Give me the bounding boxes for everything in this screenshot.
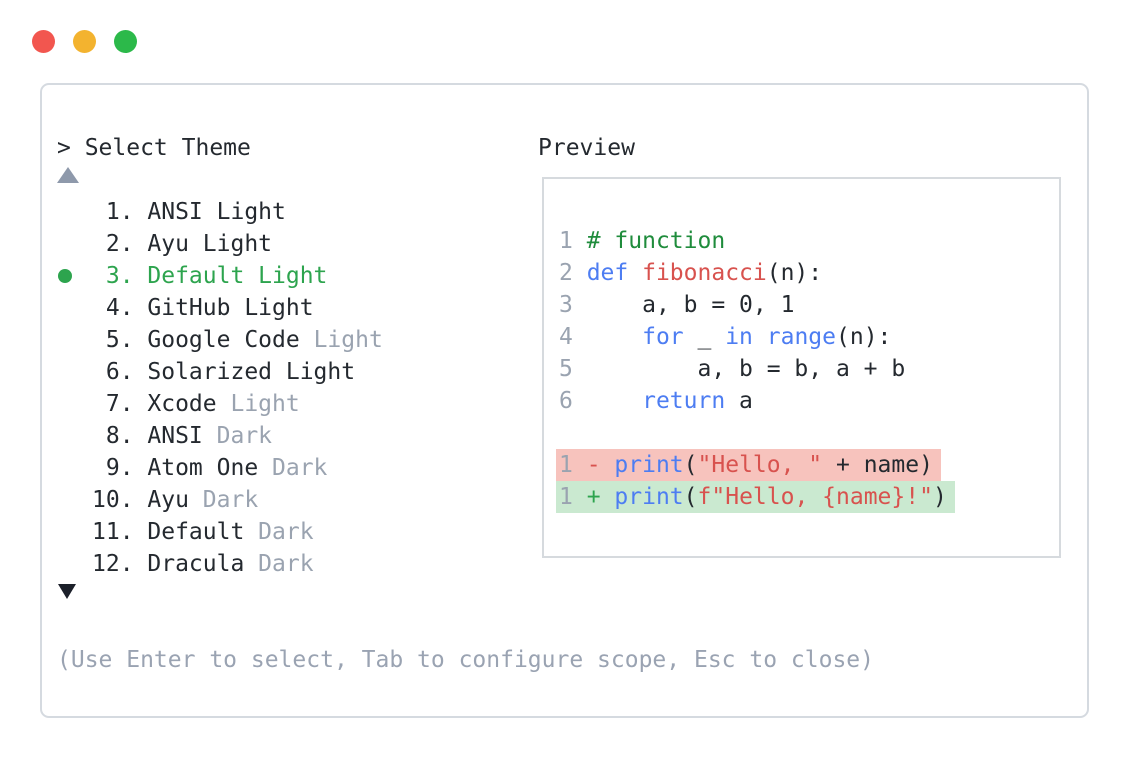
preview-title: Preview [538, 135, 635, 161]
selected-dot-icon [58, 269, 72, 283]
theme-item[interactable]: 12. Dracula Dark [42, 548, 522, 580]
theme-item[interactable]: 3. Default Light [42, 260, 522, 292]
theme-item-variant: Dark [244, 519, 314, 545]
theme-item-variant: Dark [244, 551, 314, 577]
theme-picker-window: > Select Theme 1. ANSI Light 2. Ayu Ligh… [40, 83, 1089, 718]
theme-item-variant: Dark [188, 487, 259, 513]
theme-item-name: ANSI Light [147, 199, 286, 225]
theme-item-number: 8. [92, 423, 148, 449]
code-line [559, 417, 1059, 449]
theme-item[interactable]: 11. Default Dark [42, 516, 522, 548]
theme-item-name: Google Code [147, 327, 300, 353]
theme-item-number: 11. [92, 519, 148, 545]
theme-item[interactable]: 9. Atom One Dark [42, 452, 522, 484]
diff-line-add: 1 + print(f"Hello, {name}!") [556, 481, 955, 513]
theme-item-number: 5. [92, 327, 148, 353]
theme-item-number: 2. [92, 231, 148, 257]
theme-item-name: Xcode [147, 391, 217, 417]
zoom-button-icon[interactable] [114, 30, 137, 53]
theme-item[interactable]: 4. GitHub Light [42, 292, 522, 324]
theme-item[interactable]: 6. Solarized Light [42, 356, 522, 388]
theme-item-variant: Light [216, 391, 300, 417]
code-line: 3 a, b = 0, 1 [559, 292, 795, 318]
preview-code: 1 # function 2 def fibonacci(n): 3 a, b = … [544, 179, 1059, 513]
theme-item-name: Ayu Light [147, 231, 273, 257]
theme-item-name: Default [147, 519, 245, 545]
theme-item-number: 1. [92, 199, 148, 225]
theme-item[interactable]: 10. Ayu Dark [42, 484, 522, 516]
scroll-down-button[interactable] [57, 584, 81, 602]
code-line: 6 return a [559, 388, 753, 414]
theme-item[interactable]: 5. Google Code Light [42, 324, 522, 356]
theme-item-name: GitHub Light [147, 295, 314, 321]
theme-item-name: Solarized Light [147, 359, 356, 385]
diff-line-del: 1 - print("Hello, " + name) [556, 449, 941, 481]
theme-item-name: Default Light [147, 263, 328, 289]
theme-item[interactable]: 1. ANSI Light [42, 196, 522, 228]
theme-item-variant: Dark [258, 455, 328, 481]
scroll-up-button[interactable] [57, 167, 81, 185]
theme-item-number: 9. [92, 455, 148, 481]
window-controls [32, 30, 137, 53]
theme-item-variant: Light [299, 327, 383, 353]
code-line: 5 a, b = b, a + b [559, 356, 906, 382]
preview-pane: 1 # function 2 def fibonacci(n): 3 a, b = … [542, 177, 1061, 558]
theme-item-number: 6. [92, 359, 148, 385]
theme-item-number: 7. [92, 391, 148, 417]
theme-list: 1. ANSI Light 2. Ayu Light 3. Default Li… [42, 196, 522, 580]
code-line: 2 def fibonacci(n): [559, 260, 823, 286]
theme-item-name: Atom One [147, 455, 259, 481]
theme-item-number: 4. [92, 295, 148, 321]
theme-item-number: 12. [92, 551, 148, 577]
theme-item[interactable]: 2. Ayu Light [42, 228, 522, 260]
theme-item-name: Dracula [147, 551, 245, 577]
theme-item[interactable]: 7. Xcode Light [42, 388, 522, 420]
theme-item-number: 3. [92, 263, 148, 289]
theme-item-name: Ayu [147, 487, 189, 513]
up-triangle-icon [57, 167, 79, 183]
down-triangle-icon [58, 584, 76, 599]
theme-item[interactable]: 8. ANSI Dark [42, 420, 522, 452]
code-line: 1 # function [559, 228, 726, 254]
close-button-icon[interactable] [32, 30, 55, 53]
theme-item-name: ANSI [147, 423, 203, 449]
keyboard-hint: (Use Enter to select, Tab to configure s… [57, 647, 874, 673]
theme-item-number: 10. [92, 487, 148, 513]
minimize-button-icon[interactable] [73, 30, 96, 53]
code-line: 4 for _ in range(n): [559, 324, 892, 350]
select-theme-prompt: > Select Theme [57, 135, 251, 161]
theme-item-variant: Dark [202, 423, 273, 449]
